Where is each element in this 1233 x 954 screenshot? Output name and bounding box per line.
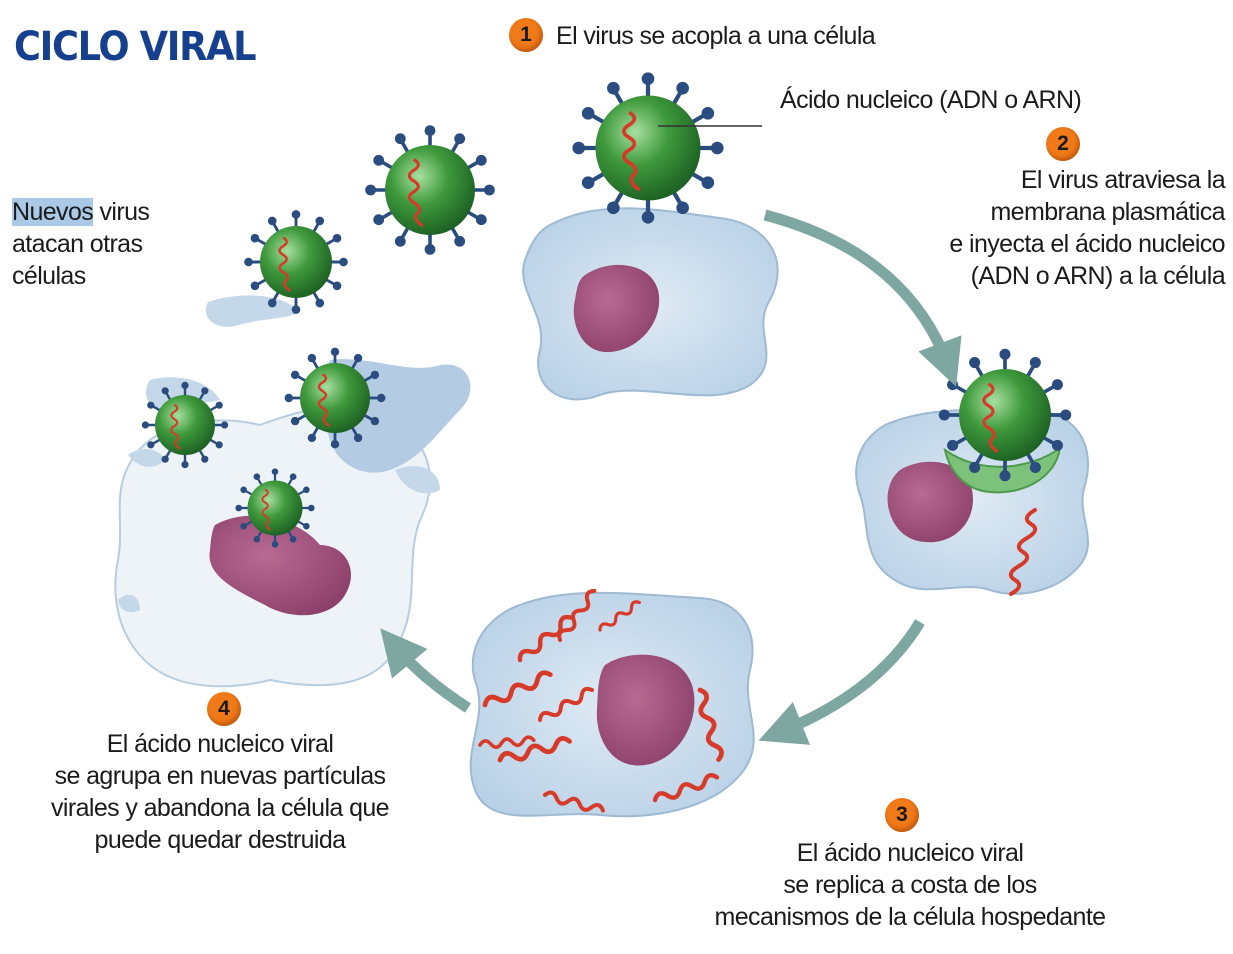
new-viruses-line-3: células — [12, 262, 86, 290]
arrow-2-to-3 — [758, 619, 925, 745]
step-4-line-4: puede quedar destruida — [94, 826, 347, 854]
nucleic-acid-label: Ácido nucleico (ADN o ARN) — [780, 86, 1082, 114]
step-1-badge: 1 — [509, 18, 543, 52]
step-4-line-3: virales y abandona la célula que — [51, 794, 390, 822]
nucleus-3 — [596, 654, 695, 766]
step-4-badge: 4 — [207, 692, 241, 726]
arrow-3-to-4 — [380, 628, 471, 713]
step-3-line-2: se replica a costa de los — [783, 871, 1037, 899]
step-2-line-2: membrana plasmática — [990, 198, 1225, 226]
step-2-line-3: e inyecta el ácido nucleico — [949, 230, 1225, 258]
step-4-line-2: se agrupa en nuevas partículas — [54, 762, 386, 790]
new-viruses-line-2: atacan otras — [12, 230, 143, 258]
step-4-text: El ácido nucleico viral se agrupa en nue… — [10, 728, 430, 856]
rna-injected — [1008, 508, 1038, 596]
diagram-title: CICLO VIRAL — [14, 24, 257, 70]
step-3-badge: 3 — [885, 798, 919, 832]
step-2-line-4: (ADN o ARN) a la célula — [970, 262, 1226, 290]
nucleus-2 — [887, 461, 973, 543]
arrow-1-to-2 — [763, 209, 962, 387]
new-viruses-rest: virus — [93, 198, 150, 226]
new-viruses-line-1: Nuevos virus — [12, 196, 150, 228]
new-viruses-text: Nuevos virus atacan otras células — [12, 196, 150, 292]
nucleus-1 — [573, 264, 660, 353]
step-3-text: El ácido nucleico viral se replica a cos… — [650, 837, 1170, 933]
virus-leaving-5 — [363, 123, 497, 257]
new-viruses-highlight: Nuevos — [12, 198, 94, 226]
step-4-line-1: El ácido nucleico viral — [106, 730, 334, 758]
step-2-text: El virus atraviesa la membrana plasmátic… — [865, 164, 1225, 292]
step-3-line-3: mecanismos de la célula hospedante — [714, 903, 1107, 931]
step-2-badge: 2 — [1046, 127, 1080, 161]
virus-attached — [572, 72, 723, 223]
membrane-fusion — [943, 445, 1062, 494]
step-1-line-1: El virus se acopla a una célula — [556, 22, 876, 50]
step-3-line-1: El ácido nucleico viral — [796, 839, 1024, 867]
step-2-line-1: El virus atraviesa la — [1020, 166, 1226, 194]
nucleus-4 — [209, 515, 351, 616]
step-1-text: El virus se acopla a una célula — [556, 20, 876, 52]
